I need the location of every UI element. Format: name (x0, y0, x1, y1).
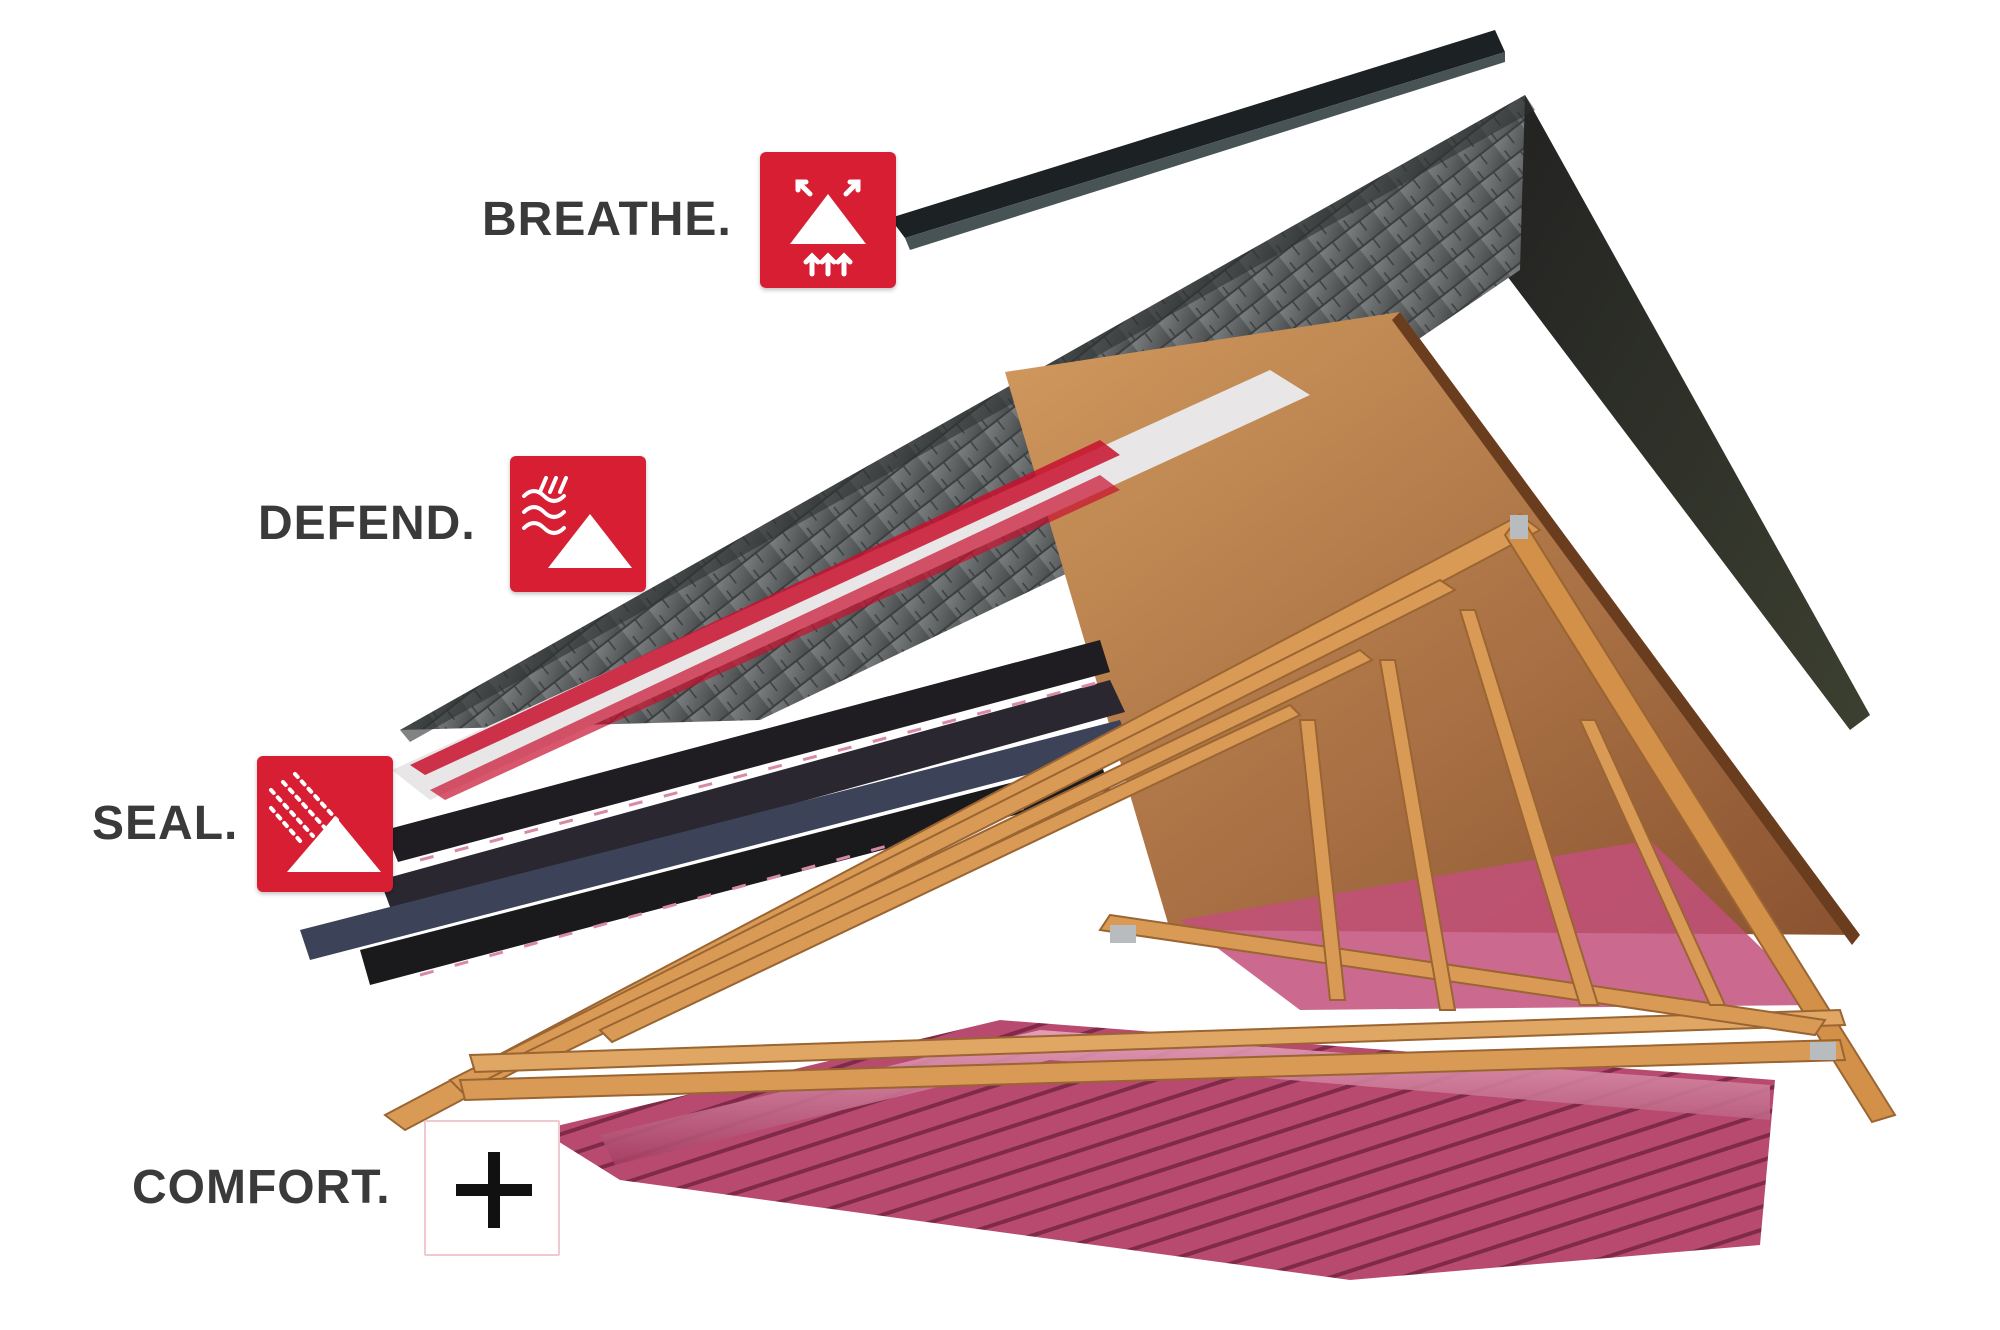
plus-icon (456, 1152, 532, 1228)
comfort-label: COMFORT. (132, 1161, 391, 1214)
defend-label: DEFEND. (258, 497, 476, 550)
breathe-label: BREATHE. (482, 193, 732, 246)
ridge-vent-icon (790, 179, 866, 277)
defend-badge (510, 456, 646, 592)
synthetic-underlayment (392, 370, 1310, 800)
comfort-badge (424, 1120, 560, 1256)
seal-badge (257, 756, 393, 892)
plywood-deck (1005, 312, 1860, 935)
plywood-edge (1392, 312, 1860, 945)
ridge-cap (890, 30, 1505, 250)
truss-plates (1110, 515, 1836, 1060)
ice-water-barrier (300, 640, 1130, 985)
shingle-defense-icon (522, 476, 632, 568)
roof-trusses (383, 513, 1897, 1132)
breathe-badge (760, 152, 896, 288)
underlayment-seal-icon (269, 772, 381, 872)
roof-side-panel (1495, 95, 1870, 730)
seal-label: SEAL. (92, 797, 239, 850)
